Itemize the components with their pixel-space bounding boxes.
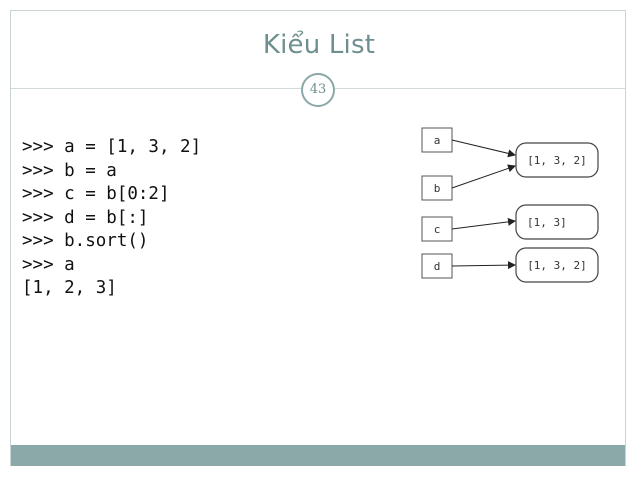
code-line: >>> c = b[0:2] (22, 184, 170, 204)
code-line: [1, 2, 3] (22, 278, 117, 298)
footer-bar (11, 445, 625, 466)
list-object-label: [1, 3, 2] (527, 259, 587, 272)
arrow-a-to-list1 (451, 139, 516, 158)
code-line: >>> a = [1, 3, 2] (22, 137, 202, 157)
list-object-label: [1, 3, 2] (527, 154, 587, 167)
code-line: >>> b.sort() (22, 231, 149, 251)
code-line: >>> d = b[:] (22, 207, 149, 228)
variable-box-d: d (421, 253, 453, 279)
variable-label-a: a (434, 134, 441, 147)
code-block: >>> a = [1, 3, 2] >>> b = a >>> c = b[0:2]… (22, 136, 201, 301)
variable-box-c: c (421, 216, 453, 242)
arrow-d-to-list3 (451, 261, 516, 270)
page-number-badge: 43 (301, 73, 335, 107)
variable-label-b: b (434, 182, 441, 195)
list-object-2: [1, 3] (515, 204, 599, 240)
variable-label-d: d (434, 260, 441, 273)
variable-box-b: b (421, 175, 453, 201)
code-line: >>> a (22, 254, 75, 275)
variable-label-c: c (434, 223, 441, 236)
arrow-b-to-list1 (451, 164, 516, 189)
slide-title: Kiểu List (262, 30, 376, 60)
code-line: >>> b = a (22, 160, 117, 181)
list-object-label: [1, 3] (527, 216, 567, 229)
list-object-1: [1, 3, 2] (515, 142, 599, 178)
variable-box-a: a (421, 127, 453, 153)
list-object-3: [1, 3, 2] (515, 247, 599, 283)
arrow-c-to-list2 (451, 217, 516, 230)
